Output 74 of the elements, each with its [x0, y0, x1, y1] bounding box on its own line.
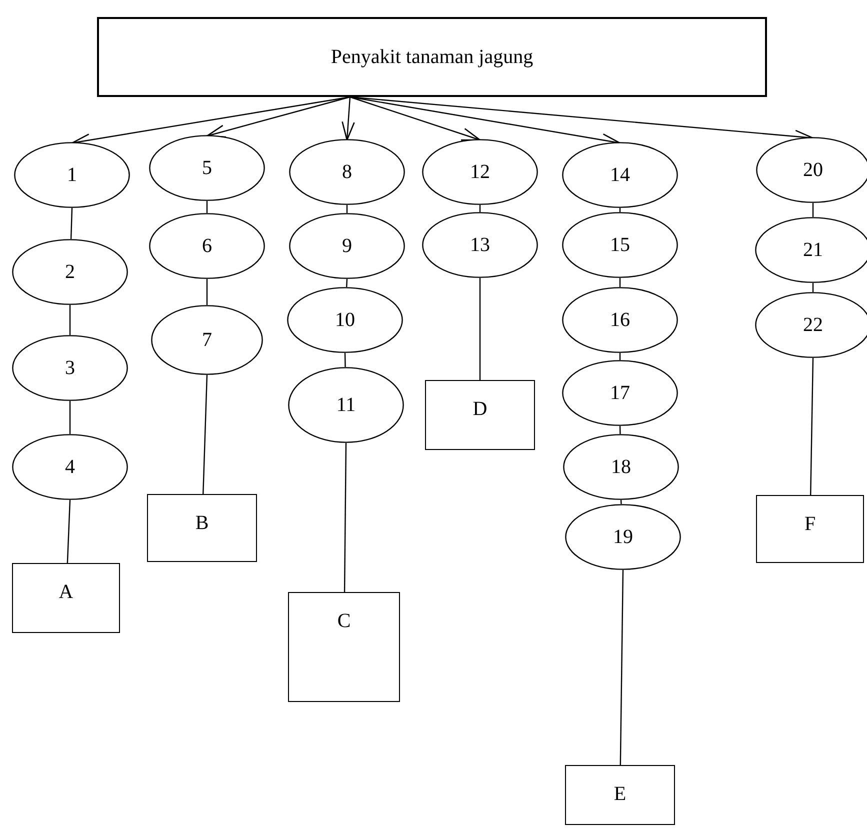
connector-line: [346, 278, 348, 288]
ellipse-node: [422, 139, 538, 205]
node-label: 7: [202, 330, 212, 350]
result-box: [147, 494, 257, 562]
arrow: [206, 96, 350, 138]
node-label: 3: [65, 358, 75, 378]
node-label: 13: [470, 235, 490, 255]
node-label: E: [614, 784, 626, 804]
node-label: 17: [610, 383, 630, 403]
result-box: [565, 765, 675, 825]
ellipse-node: [289, 139, 405, 205]
ellipse-node: [12, 239, 128, 305]
node-label: 2: [65, 262, 75, 282]
node-label: A: [58, 582, 74, 602]
node-label: 9: [342, 236, 352, 256]
ellipse-node: [151, 305, 263, 375]
ellipse-node: [149, 213, 265, 279]
node-label: 14: [610, 165, 630, 185]
connector-line: [69, 401, 71, 434]
ellipse-node: [149, 135, 265, 201]
connector-line: [344, 352, 346, 368]
connector-line: [810, 358, 814, 496]
node-label: 18: [611, 457, 631, 477]
node-label: B: [195, 513, 209, 533]
connector-line: [206, 279, 208, 305]
ellipse-node: [288, 367, 404, 443]
node-label: 8: [342, 162, 352, 182]
node-label: 5: [202, 158, 212, 178]
connector-line: [70, 208, 73, 240]
ellipse-node: [565, 504, 681, 570]
node-label: 20: [803, 160, 823, 180]
ellipse-node: [563, 434, 679, 500]
node-label: 11: [336, 395, 356, 415]
node-label: Penyakit tanaman jagung: [330, 47, 534, 67]
node-label: 4: [65, 457, 75, 477]
result-box: [12, 563, 120, 633]
ellipse-node: [287, 287, 403, 353]
node-label: 12: [470, 162, 490, 182]
result-box: [288, 592, 400, 702]
connector-line: [619, 426, 621, 434]
ellipse-node: [562, 287, 678, 353]
node-label: 21: [803, 240, 823, 260]
ellipse-node: [12, 335, 128, 401]
title-box: [97, 17, 767, 97]
connector-line: [620, 570, 624, 765]
node-label: 1: [67, 165, 77, 185]
ellipse-node: [289, 213, 405, 279]
connector-line: [479, 278, 481, 380]
ellipse-node: [14, 142, 130, 208]
ellipse-node: [12, 434, 128, 500]
connector-line: [66, 500, 71, 564]
result-box: [756, 495, 864, 563]
connector-line: [812, 203, 814, 217]
result-box: [425, 380, 535, 450]
ellipse-node: [562, 212, 678, 278]
connector-line: [620, 500, 622, 504]
node-label: 6: [202, 236, 212, 256]
connector-line: [344, 443, 347, 592]
node-label: 16: [610, 310, 630, 330]
node-label: 15: [610, 235, 630, 255]
arrow: [350, 96, 481, 141]
arrow: [342, 96, 355, 141]
ellipse-node: [422, 212, 538, 278]
node-label: 22: [803, 315, 823, 335]
node-label: F: [804, 514, 816, 534]
connector-line: [206, 201, 208, 213]
node-label: 10: [335, 310, 355, 330]
node-label: D: [472, 399, 488, 419]
ellipse-node: [562, 360, 678, 426]
node-label: 19: [613, 527, 633, 547]
connector-line: [69, 305, 71, 335]
ellipse-node: [562, 142, 678, 208]
node-label: C: [337, 611, 351, 631]
connector-line: [202, 374, 208, 494]
